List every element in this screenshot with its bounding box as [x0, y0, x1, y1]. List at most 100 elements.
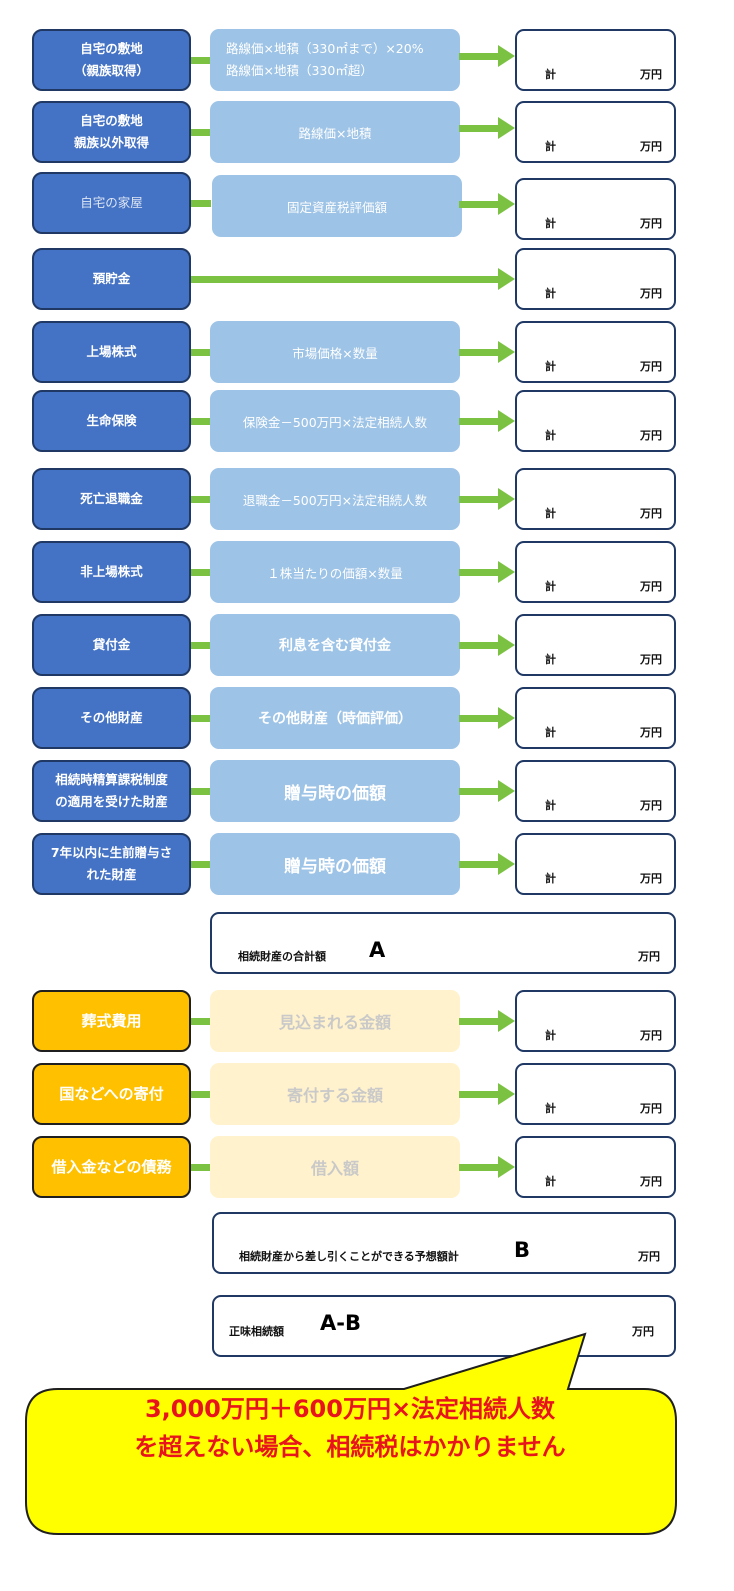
sum-b-unit: 万円 — [638, 1250, 660, 1263]
connector — [191, 1164, 211, 1171]
sum-a-letter: A — [369, 938, 386, 962]
connector — [191, 57, 211, 64]
total-box: 計万円 — [515, 101, 676, 163]
arrow-head — [498, 117, 515, 139]
arrow-shaft — [459, 715, 498, 722]
formula-lifetime-gifts: 贈与時の価額 — [210, 833, 460, 895]
connector — [191, 788, 211, 795]
formula-unlisted-stock: １株当たりの価額×数量 — [210, 541, 460, 603]
total-box: 計 万円 — [515, 760, 676, 822]
unit-label: 万円 — [640, 360, 662, 373]
total-label: 計 — [545, 1175, 556, 1188]
connector — [191, 129, 211, 136]
arrow-shaft — [459, 861, 498, 868]
callout-text: 3,000万円＋600万円×法定相続人数 を超えない場合、相続税はかかりません — [28, 1390, 672, 1466]
connector — [191, 1091, 211, 1098]
arrow-shaft — [459, 496, 498, 503]
arrow-head — [498, 853, 515, 875]
unit-label: 万円 — [640, 287, 662, 300]
asset-label-home-land-family: 自宅の敷地 （親族取得） — [32, 29, 191, 91]
arrow-head — [498, 45, 515, 67]
arrow-head — [498, 707, 515, 729]
total-label: 計 — [545, 872, 556, 885]
arrow-shaft — [459, 418, 498, 425]
total-label: 計 — [545, 799, 556, 812]
arrow-shaft — [459, 788, 498, 795]
total-box: 計 万円 — [515, 1136, 676, 1198]
connector — [191, 642, 211, 649]
formula-home-building: 固定資産税評価額 — [212, 175, 462, 237]
arrow-shaft — [459, 1018, 498, 1025]
arrow-head — [498, 488, 515, 510]
connector — [191, 861, 211, 868]
arrow-shaft — [459, 201, 498, 208]
arrow-head — [498, 1010, 515, 1032]
total-label: 計 — [545, 217, 556, 230]
unit-label: 万円 — [640, 429, 662, 442]
asset-label-unlisted-stock: 非上場株式 — [32, 541, 191, 603]
unit-label: 万円 — [640, 799, 662, 812]
total-box: 計 万円 — [515, 614, 676, 676]
total-label: 計 — [545, 580, 556, 593]
formula-loans: 利息を含む貸付金 — [210, 614, 460, 676]
total-label: 計 — [545, 287, 556, 300]
total-box: 計 万円 — [515, 833, 676, 895]
total-box: 計万円 — [515, 990, 676, 1052]
arrow-head — [498, 410, 515, 432]
sum-b-letter: B — [514, 1238, 531, 1262]
sum-b-label: 相続財産から差し引くことができる予想額計 — [239, 1250, 459, 1263]
total-label: 計 — [545, 1029, 556, 1042]
connector — [191, 715, 211, 722]
connector — [191, 418, 211, 425]
arrow-head — [498, 1156, 515, 1178]
arrow-shaft — [191, 276, 498, 283]
arrow-head — [498, 780, 515, 802]
arrow-head — [498, 341, 515, 363]
formula-settlement-taxation: 贈与時の価額 — [210, 760, 460, 822]
asset-label-savings: 預貯金 — [32, 248, 191, 310]
unit-label: 万円 — [640, 872, 662, 885]
formula-life-insurance: 保険金－500万円×法定相続人数 — [210, 390, 460, 452]
net-letter: A-B — [320, 1311, 361, 1335]
connector — [191, 569, 211, 576]
formula-donation: 寄付する金額 — [210, 1063, 460, 1125]
asset-label-loans: 貸付金 — [32, 614, 191, 676]
arrow-head — [498, 634, 515, 656]
sum-a-box: 相続財産の合計額 A 万円 — [210, 912, 676, 974]
formula-retirement-allowance: 退職金－500万円×法定相続人数 — [210, 468, 460, 530]
total-label: 計 — [545, 653, 556, 666]
arrow-head — [498, 193, 515, 215]
total-box: 計 万円 — [515, 468, 676, 530]
sum-a-unit: 万円 — [638, 950, 660, 963]
total-box: 計 万円 — [515, 321, 676, 383]
arrow-shaft — [459, 349, 498, 356]
asset-label-settlement-taxation: 相続時精算課税制度 の適用を受けた財産 — [32, 760, 191, 822]
formula-home-land-other: 路線価×地積 — [210, 101, 460, 163]
connector — [191, 200, 211, 207]
total-box: 計 万円 — [515, 390, 676, 452]
asset-label-lifetime-gifts: 7年以内に生前贈与さ れた財産 — [32, 833, 191, 895]
arrow-shaft — [459, 1164, 498, 1171]
asset-label-home-land-other: 自宅の敷地 親族以外取得 — [32, 101, 191, 163]
formula-listed-stock: 市場価格×数量 — [210, 321, 460, 383]
total-label: 計 — [545, 360, 556, 373]
total-label: 計 — [545, 1102, 556, 1115]
asset-label-home-building: 自宅の家屋 — [32, 172, 191, 234]
formula-debts: 借入額 — [210, 1136, 460, 1198]
total-box: 計万円 — [515, 687, 676, 749]
unit-label: 万円 — [640, 653, 662, 666]
deduction-label-debts: 借入金などの債務 — [32, 1136, 191, 1198]
callout-line-2: を超えない場合、相続税はかかりません — [134, 1433, 566, 1461]
unit-label: 万円 — [640, 68, 662, 81]
formula-other-property: その他財産（時価評価） — [210, 687, 460, 749]
arrow-shaft — [459, 125, 498, 132]
unit-label: 万円 — [640, 1102, 662, 1115]
total-label: 計 — [545, 507, 556, 520]
unit-label: 万円 — [640, 507, 662, 520]
arrow-shaft — [459, 569, 498, 576]
asset-label-other-property: その他財産 — [32, 687, 191, 749]
total-box: 計万円 — [515, 178, 676, 240]
unit-label: 万円 — [640, 140, 662, 153]
unit-label: 万円 — [640, 1175, 662, 1188]
total-label: 計 — [545, 429, 556, 442]
